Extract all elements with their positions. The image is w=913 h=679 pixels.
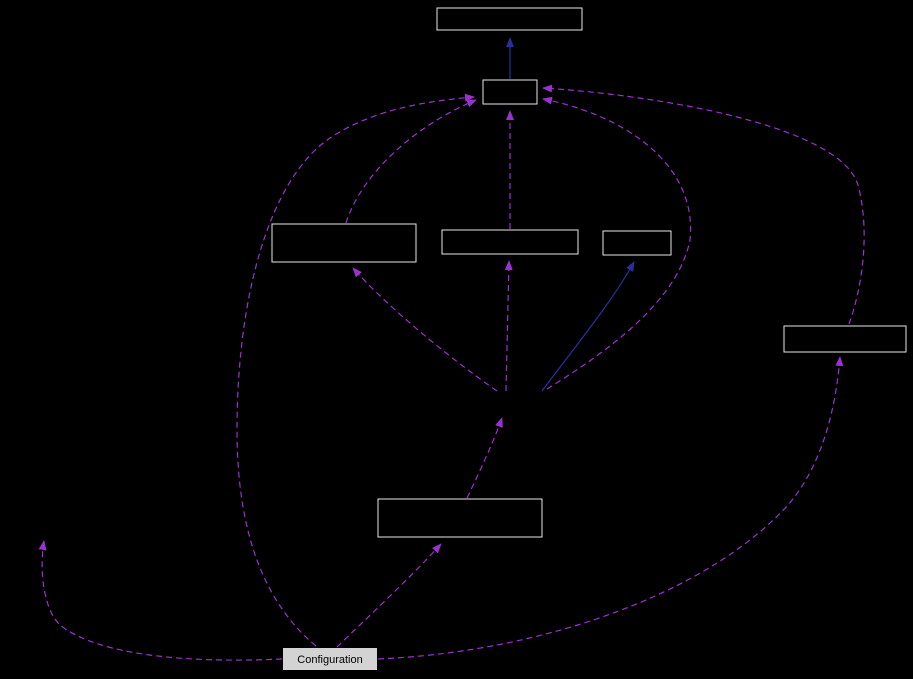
edges-layer — [38, 37, 865, 661]
node-top[interactable] — [436, 7, 583, 31]
node-box-upper-small[interactable] — [482, 79, 538, 105]
edge-mid-left-to-upper-small — [345, 99, 477, 224]
edge-configuration-to-right — [377, 356, 844, 660]
node-box-configuration[interactable] — [283, 648, 377, 670]
node-right[interactable] — [783, 325, 907, 353]
node-label-configuration: Configuration — [297, 654, 362, 666]
edge-hub-to-mid-center — [504, 260, 513, 392]
nodes-layer: Configuration — [271, 7, 907, 670]
node-box-mid-right[interactable] — [602, 230, 672, 256]
edge-right-to-upper-small — [542, 84, 865, 325]
edge-hub-to-mid-right — [541, 261, 635, 392]
node-upper-small[interactable] — [482, 79, 538, 105]
node-mid-right[interactable] — [602, 230, 672, 256]
edge-configuration-to-upper-small — [236, 93, 475, 647]
edge-configuration-to-lower-center — [336, 543, 442, 648]
edge-lower-center-to-hub — [466, 417, 503, 499]
node-mid-center[interactable] — [441, 229, 579, 255]
node-box-lower-center[interactable] — [377, 498, 543, 538]
edge-hub-to-mid-left — [352, 267, 498, 392]
node-lower-center[interactable] — [377, 498, 543, 538]
node-configuration[interactable]: Configuration — [283, 648, 377, 670]
node-box-top[interactable] — [436, 7, 583, 31]
edge-configuration-to-hidden-left — [38, 540, 283, 661]
node-mid-left[interactable] — [271, 223, 417, 263]
node-box-right[interactable] — [783, 325, 907, 353]
node-box-mid-center[interactable] — [441, 229, 579, 255]
edge-hub-to-upper-small — [542, 96, 692, 390]
node-box-mid-left[interactable] — [271, 223, 417, 263]
